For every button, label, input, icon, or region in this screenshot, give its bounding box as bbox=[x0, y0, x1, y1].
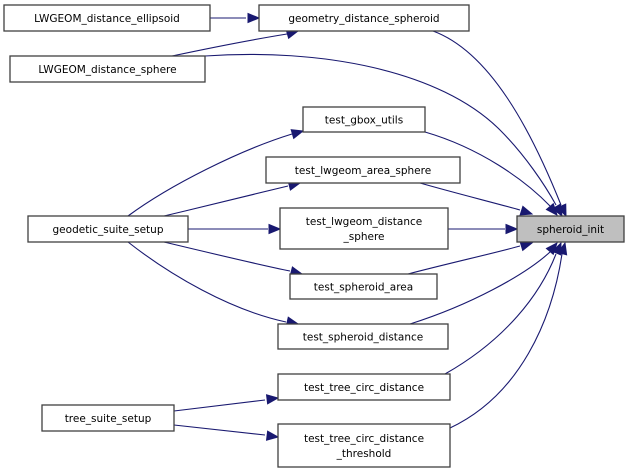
node-label: LWGEOM_distance_ellipsoid bbox=[34, 13, 180, 25]
node-label: geometry_distance_spheroid bbox=[288, 13, 439, 25]
node-box[interactable] bbox=[3, 4, 211, 32]
arrowhead-icon bbox=[551, 203, 563, 218]
edge-test_lwgeom_distance_sphere-to-spheroid_init bbox=[448, 223, 519, 235]
node-label: _sphere bbox=[342, 231, 384, 243]
node-box[interactable] bbox=[277, 423, 451, 468]
arrowhead-icon bbox=[545, 202, 558, 217]
node-label: tree_suite_setup bbox=[65, 413, 152, 425]
node-spheroid-init[interactable]: spheroid_init bbox=[516, 215, 625, 243]
arrowhead-icon bbox=[265, 430, 280, 441]
node-box[interactable] bbox=[516, 215, 625, 243]
node-label: test_spheroid_area bbox=[314, 282, 413, 294]
edge-line bbox=[171, 33, 288, 57]
node-label: test_spheroid_distance bbox=[303, 332, 424, 344]
edge-line bbox=[424, 131, 551, 207]
edge-test_tree_circ_distance-to-spheroid_init bbox=[444, 241, 562, 375]
node-test-tree-circ-distance-threshold[interactable]: test_tree_circ_distance _threshold bbox=[277, 423, 451, 468]
edge-line bbox=[173, 424, 266, 436]
node-lwgeom-distance-ellipsoid[interactable]: LWGEOM_distance_ellipsoid bbox=[3, 4, 211, 32]
node-box[interactable] bbox=[277, 323, 449, 350]
edge-test_tree_circ_distance_threshold-to-spheroid_init bbox=[449, 241, 568, 429]
edge-line bbox=[173, 399, 266, 412]
edge-line bbox=[444, 253, 557, 375]
node-test-spheroid-area[interactable]: test_spheroid_area bbox=[289, 273, 438, 300]
edge-lwgeom_distance_ellipsoid-to-geometry_distance_spheroid bbox=[210, 12, 261, 24]
edge-line bbox=[419, 182, 521, 211]
edge-geodetic_suite_setup-to-test_spheroid_distance bbox=[127, 241, 300, 327]
node-box[interactable] bbox=[265, 156, 461, 184]
edge-geodetic_suite_setup-to-test_gbox_utils bbox=[127, 129, 305, 217]
node-lwgeom-distance-sphere[interactable]: LWGEOM_distance_sphere bbox=[9, 55, 206, 83]
arrowhead-icon bbox=[505, 223, 519, 235]
edge-line bbox=[204, 53, 557, 206]
node-label: test_tree_circ_distance bbox=[304, 382, 424, 394]
arrowhead-icon bbox=[519, 205, 534, 216]
edge-line bbox=[432, 30, 562, 206]
node-test-gbox-utils[interactable]: test_gbox_utils bbox=[302, 106, 426, 133]
edge-tree_suite_setup-to-test_tree_circ_distance_threshold bbox=[173, 424, 280, 441]
node-tree-suite-setup[interactable]: tree_suite_setup bbox=[41, 404, 175, 432]
node-box[interactable] bbox=[27, 215, 189, 243]
edge-test_gbox_utils-to-spheroid_init bbox=[424, 131, 558, 217]
node-label: _threshold bbox=[336, 448, 392, 460]
edge-line bbox=[127, 241, 287, 323]
node-test-spheroid-distance[interactable]: test_spheroid_distance bbox=[277, 323, 449, 350]
arrowhead-icon bbox=[268, 223, 282, 235]
arrowhead-icon bbox=[265, 394, 280, 405]
node-label: LWGEOM_distance_sphere bbox=[38, 64, 176, 76]
edge-line bbox=[407, 245, 521, 275]
node-label: test_gbox_utils bbox=[325, 115, 403, 127]
node-test-tree-circ-distance[interactable]: test_tree_circ_distance bbox=[277, 373, 451, 401]
edge-line bbox=[127, 133, 293, 217]
node-box[interactable] bbox=[258, 4, 470, 32]
node-box[interactable] bbox=[302, 106, 426, 133]
node-label: test_lwgeom_distance bbox=[306, 216, 422, 228]
edge-line bbox=[449, 253, 563, 429]
arrowhead-icon bbox=[557, 241, 568, 256]
edge-lwgeom_distance_sphere-to-geometry_distance_spheroid bbox=[171, 29, 300, 57]
node-box[interactable] bbox=[41, 404, 175, 432]
edge-geodetic_suite_setup-to-test_lwgeom_distance_sphere bbox=[188, 223, 282, 235]
edge-line bbox=[163, 185, 289, 217]
edges-layer bbox=[127, 12, 568, 441]
edge-line bbox=[163, 241, 291, 272]
node-geodetic-suite-setup[interactable]: geodetic_suite_setup bbox=[27, 215, 189, 243]
node-test-lwgeom-area-sphere[interactable]: test_lwgeom_area_sphere bbox=[265, 156, 461, 184]
node-test-lwgeom-distance-sphere[interactable]: test_lwgeom_distance _sphere bbox=[279, 207, 449, 250]
node-geometry-distance-spheroid[interactable]: geometry_distance_spheroid bbox=[258, 4, 470, 32]
arrowhead-icon bbox=[290, 129, 305, 140]
edge-tree_suite_setup-to-test_tree_circ_distance bbox=[173, 394, 280, 412]
node-label: spheroid_init bbox=[537, 224, 604, 236]
node-box[interactable] bbox=[277, 373, 451, 401]
edge-test_lwgeom_area_sphere-to-spheroid_init bbox=[419, 182, 534, 216]
nodes-layer: LWGEOM_distance_ellipsoid geometry_distan… bbox=[3, 4, 625, 468]
node-box[interactable] bbox=[9, 55, 206, 83]
edge-line bbox=[409, 251, 551, 325]
node-label: test_tree_circ_distance bbox=[304, 433, 424, 445]
edge-lwgeom_distance_sphere-to-spheroid_init bbox=[204, 53, 563, 218]
node-label: geodetic_suite_setup bbox=[53, 224, 164, 236]
node-label: test_lwgeom_area_sphere bbox=[295, 165, 431, 177]
node-box[interactable] bbox=[279, 207, 449, 250]
arrowhead-icon bbox=[247, 12, 261, 24]
node-box[interactable] bbox=[289, 273, 438, 300]
arrowhead-icon bbox=[519, 241, 534, 252]
